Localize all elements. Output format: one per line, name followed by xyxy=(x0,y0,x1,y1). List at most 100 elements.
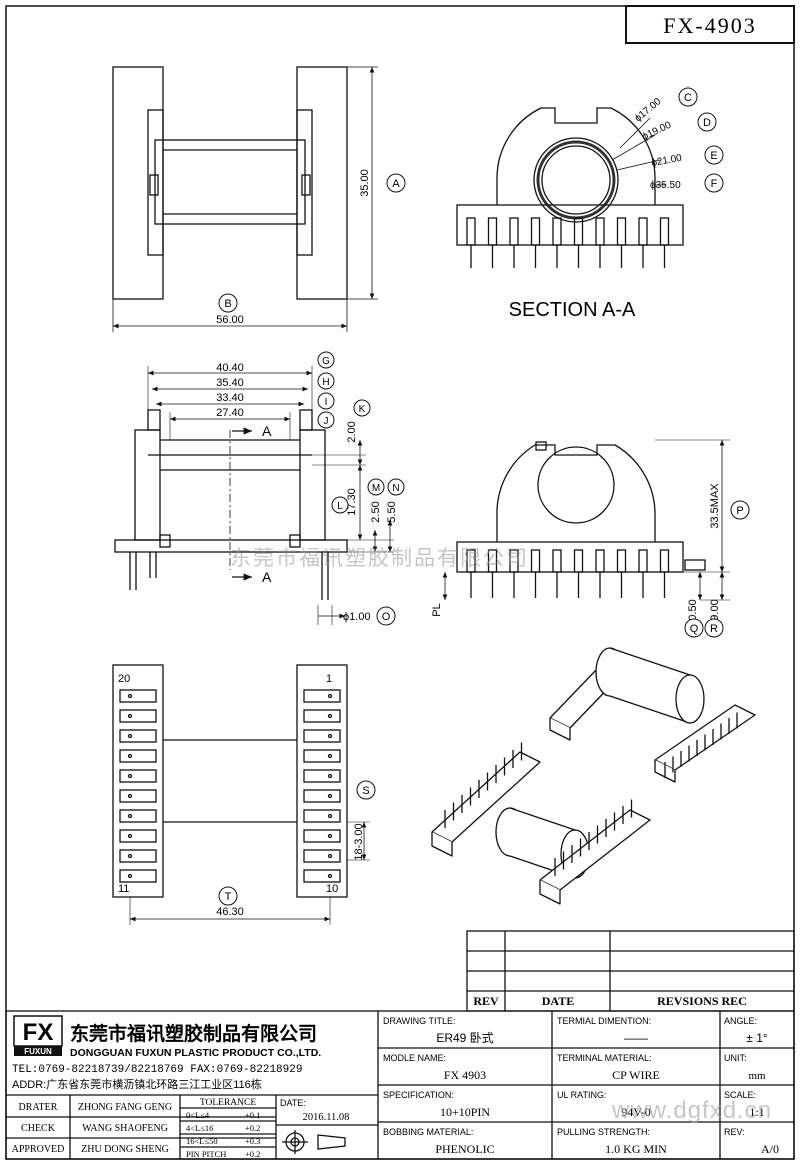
bottom-pin-slot-left xyxy=(119,809,157,823)
pin-20-label: 20 xyxy=(118,673,130,685)
tol-value-0: +0.1 xyxy=(245,1110,260,1120)
bottom-pin-hole xyxy=(327,833,333,839)
bottom-pin-slot-right xyxy=(303,789,341,803)
approval-role-1: CHECK xyxy=(21,1123,56,1134)
drawing-title-label: DRAWING TITLE: xyxy=(383,1016,456,1026)
dim-m: 2.50 xyxy=(370,501,382,522)
bottom-pin-hole xyxy=(327,853,333,859)
bottom-pin-slot-left xyxy=(119,709,157,723)
callout-p: P xyxy=(736,505,743,517)
approval-name-2: ZHU DONG SHENG xyxy=(81,1144,169,1155)
bottom-pin-hole xyxy=(327,693,333,699)
dim-i: 33.40 xyxy=(216,392,244,404)
pin-1-label: 1 xyxy=(326,673,332,685)
bottom-pin-hole xyxy=(327,773,333,779)
bottom-pin-hole xyxy=(327,713,333,719)
bottom-pin-slot-right xyxy=(303,709,341,723)
ul-rating-value: 94V-0 xyxy=(621,1105,651,1119)
section-view xyxy=(456,107,684,268)
pin-11-label: 11 xyxy=(118,883,129,895)
bottom-pin-slot-right xyxy=(303,829,341,843)
bottom-pin-hole xyxy=(127,813,133,819)
bobbing-material-value: PHENOLIC xyxy=(435,1142,494,1156)
company-name-en: DONGGUAN FUXUN PLASTIC PRODUCT CO.,LTD. xyxy=(70,1047,321,1059)
pulling-strength-value: 1.0 KG MIN xyxy=(605,1142,667,1156)
callout-b: B xyxy=(224,298,231,310)
tol-range-3: PIN PITCH xyxy=(186,1149,226,1159)
callout-c: C xyxy=(684,92,692,104)
dim-width-b: 56.00 xyxy=(216,314,244,326)
end-pin-slot xyxy=(573,549,584,573)
drawing-title-value: ER49 卧式 xyxy=(436,1031,493,1045)
bottom-pin-slot-left xyxy=(119,869,157,883)
approval-role-0: DRATER xyxy=(19,1102,58,1113)
bottom-pin-hole xyxy=(127,733,133,739)
bottom-pin-slot-right xyxy=(303,769,341,783)
bottom-pin-slot-right xyxy=(303,729,341,743)
dim-height-a: 35.00 xyxy=(359,169,371,197)
isometric-view-top xyxy=(549,647,756,783)
bottom-pin-slot-left xyxy=(119,829,157,843)
model-name-label: MODLE NAME: xyxy=(383,1053,446,1063)
callout-m: M xyxy=(372,483,380,494)
rev-col-header: REV xyxy=(473,994,499,1008)
bottom-pin-slot-left xyxy=(119,849,157,863)
bottom-pin-hole xyxy=(127,693,133,699)
section-pin-slot xyxy=(466,217,476,246)
rev-label: REV: xyxy=(724,1127,745,1137)
end-pin-slot xyxy=(466,549,476,573)
callout-g: G xyxy=(322,356,330,367)
part-number: FX-4903 xyxy=(663,13,756,38)
company-tel: TEL:0769-82218739/82218769 FAX:0769-8221… xyxy=(12,1064,302,1076)
callout-e: E xyxy=(710,150,717,162)
specification-label: SPECIFICATION: xyxy=(383,1090,454,1100)
end-pin-slot xyxy=(509,549,519,573)
scale-label: SCALE: xyxy=(724,1090,756,1100)
callout-q: Q xyxy=(690,623,699,635)
terminal-dimention-label: TERMIAL DIMENTION: xyxy=(557,1016,651,1026)
dim-j: 27.40 xyxy=(216,407,244,419)
dim-s: 18-3.00 xyxy=(353,823,365,860)
bottom-pin-slot-right xyxy=(303,869,341,883)
tolerance-header: TOLERANCE xyxy=(200,1098,256,1108)
dim-r: 9.00 xyxy=(709,599,721,620)
bottom-pin-hole xyxy=(327,753,333,759)
dim-q: 0.50 xyxy=(687,599,699,620)
end-pin-slot xyxy=(638,549,648,573)
bottom-pin-slot-left xyxy=(119,749,157,763)
bottom-pin-hole xyxy=(327,733,333,739)
section-pin-slot xyxy=(530,217,541,246)
callout-f: F xyxy=(711,178,718,190)
dim-k: 2.00 xyxy=(346,421,358,442)
terminal-dimention-value: —— xyxy=(624,1031,648,1045)
section-pin-slot xyxy=(487,217,498,246)
part-number-box: FX-4903 xyxy=(625,5,795,44)
dim-l: 17.30 xyxy=(346,488,358,516)
pulling-strength-label: PULLING STRENGTH: xyxy=(557,1127,650,1137)
date-col-header: DATE xyxy=(542,994,574,1008)
end-pin-slot xyxy=(659,549,670,573)
tol-value-3: +0.2 xyxy=(245,1149,260,1159)
bottom-pin-hole xyxy=(127,773,133,779)
unit-value: mm xyxy=(748,1070,766,1082)
tol-value-2: +0.3 xyxy=(245,1136,260,1146)
callout-k: K xyxy=(359,404,366,415)
company-addr: ADDR:广东省东莞市横沥镇北环路三江工业区116栋 xyxy=(12,1077,262,1091)
terminal-material-label: TERMINAL MATERIAL: xyxy=(557,1053,652,1063)
isometric-view-bottom xyxy=(431,742,651,905)
section-pin-slot xyxy=(595,217,605,246)
specification-value: 10+10PIN xyxy=(440,1105,490,1119)
scale-value: 1:1 xyxy=(749,1105,764,1119)
bottom-pin-hole xyxy=(127,873,133,879)
section-pin-slot xyxy=(638,217,648,246)
callout-a: A xyxy=(392,178,400,190)
bottom-pin-slot-right xyxy=(303,689,341,703)
dia-e: ϕ21.00 xyxy=(651,153,684,169)
revision-table xyxy=(466,930,795,1012)
callout-s: S xyxy=(362,785,369,797)
dia-f: ϕ35.50 xyxy=(650,180,681,191)
callout-j: J xyxy=(324,416,329,427)
side-view xyxy=(114,366,394,625)
bottom-pin-hole xyxy=(127,853,133,859)
bottom-pin-hole xyxy=(327,793,333,799)
